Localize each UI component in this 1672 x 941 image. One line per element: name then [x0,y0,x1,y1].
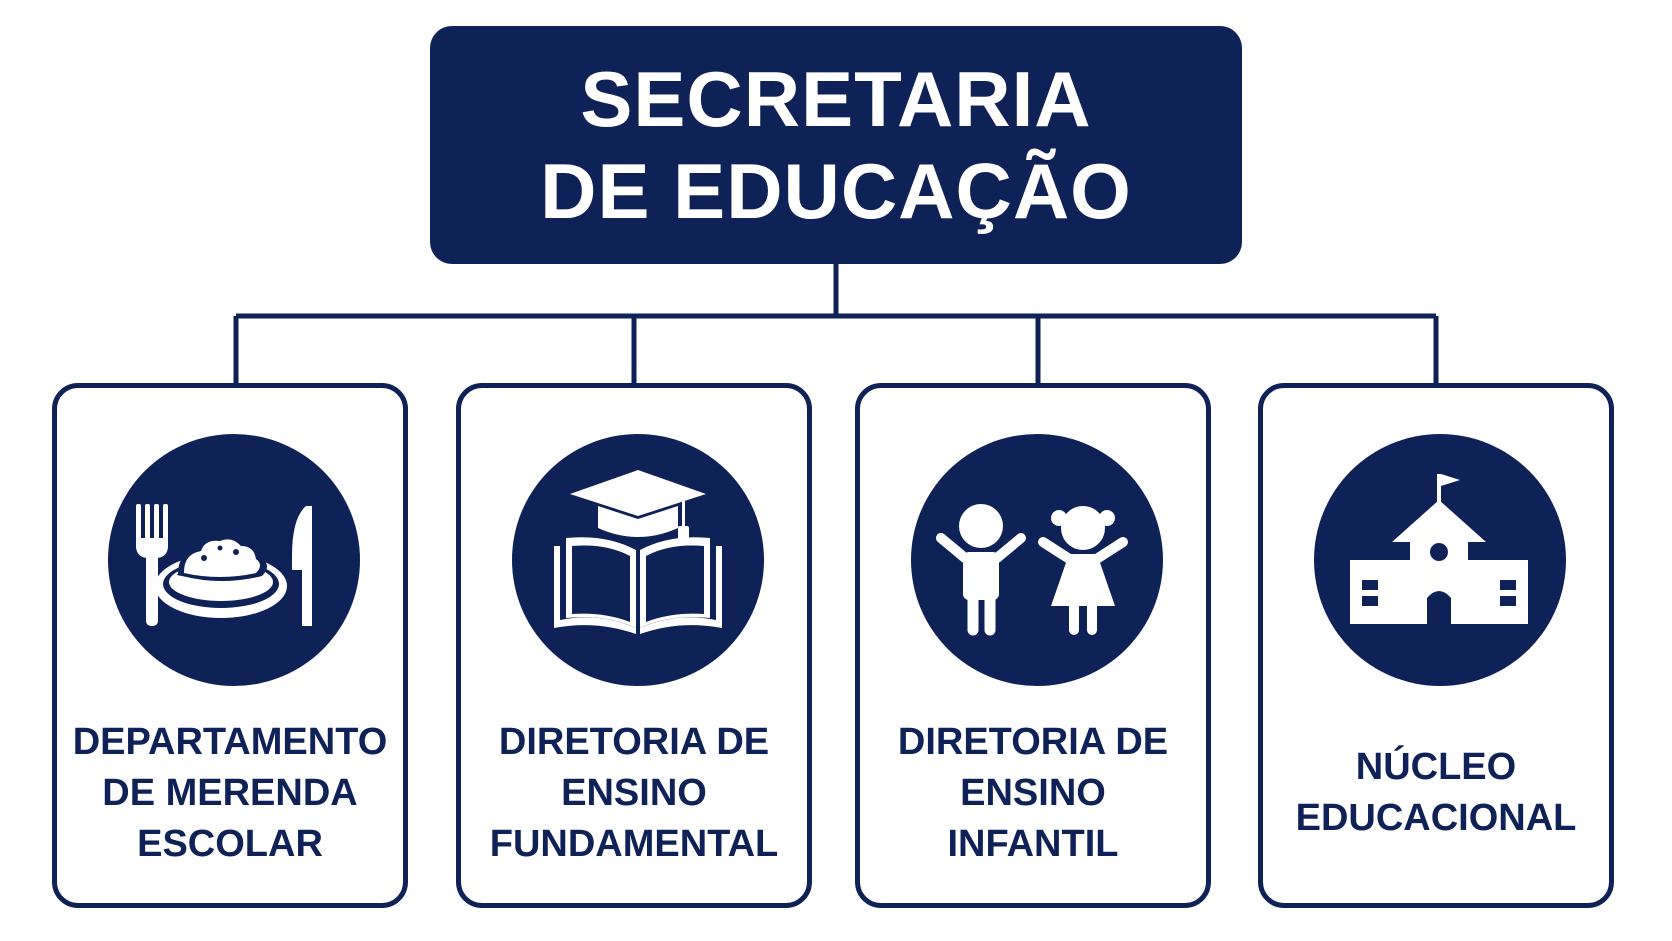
unit-label-line: EDUCACIONAL [1295,797,1577,839]
root-title-line2: DE EDUCAÇÃO [540,147,1132,235]
unit-label-ensino-infantil: DIRETORIA DE ENSINO INFANTIL [860,698,1206,888]
unit-label-line: FUNDAMENTAL [489,822,779,865]
unit-label-merenda: DEPARTAMENTO DE MERENDA ESCOLAR [57,698,403,888]
unit-box-ensino-infantil: DIRETORIA DE ENSINO INFANTIL [855,383,1211,908]
root-title-line1: SECRETARIA [580,55,1092,143]
unit-box-ensino-fundamental: DIRETORIA DE ENSINO FUNDAMENTAL [456,383,812,908]
unit-label-line: NÚCLEO [1355,746,1517,788]
unit-label-line: DIRETORIA DE [897,720,1169,763]
unit-label-line: INFANTIL [947,822,1119,865]
unit-label-nucleo-educacional: NÚCLEO EDUCACIONAL [1263,698,1609,888]
unit-label-line: DE MERENDA [102,771,358,814]
school-building-icon [1314,434,1566,686]
root-node-secretaria: SECRETARIA DE EDUCAÇÃO [430,26,1242,264]
unit-label-line: ESCOLAR [137,822,323,865]
graduation-book-icon [512,434,764,686]
unit-label-line: DEPARTAMENTO [72,720,388,763]
unit-label-line: ENSINO [960,771,1106,814]
unit-label-ensino-fundamental: DIRETORIA DE ENSINO FUNDAMENTAL [461,698,807,888]
unit-box-merenda: DEPARTAMENTO DE MERENDA ESCOLAR [52,383,408,908]
unit-box-nucleo-educacional: NÚCLEO EDUCACIONAL [1258,383,1614,908]
children-icon [911,434,1163,686]
unit-label-line: ENSINO [561,771,707,814]
meal-plate-icon [108,434,360,686]
unit-label-line: DIRETORIA DE [498,720,770,763]
